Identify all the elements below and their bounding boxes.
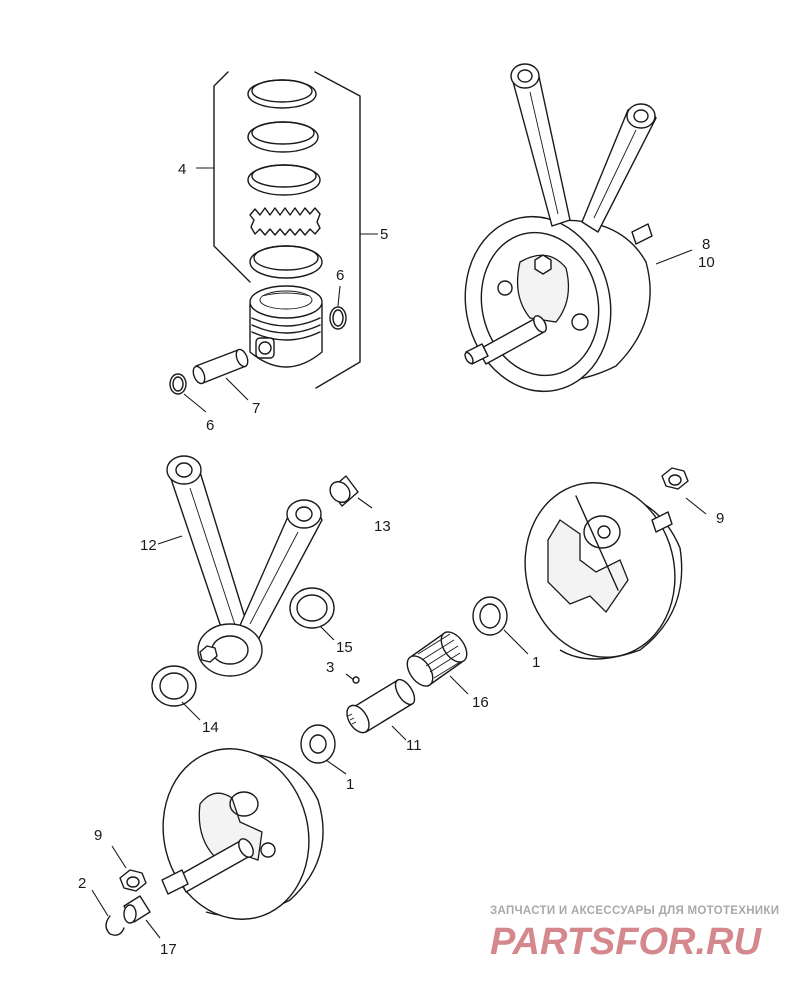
callout-1-right: 1 <box>532 654 540 671</box>
callout-7: 7 <box>252 400 260 417</box>
piston-pin <box>192 348 249 385</box>
left-flywheel <box>161 748 324 920</box>
pin-clip-left <box>169 373 187 395</box>
watermark-logo: PARTSFOR.RU <box>490 921 762 963</box>
retaining-ring-2 <box>105 915 125 936</box>
nut-9-lower <box>119 869 147 892</box>
callout-8: 8 <box>702 236 710 253</box>
callout-9-lower: 9 <box>94 827 102 844</box>
callout-5: 5 <box>380 226 388 243</box>
nut-9-upper <box>661 467 689 490</box>
bearing-race-15 <box>289 587 335 629</box>
pin-clip-right <box>329 306 347 330</box>
callout-9-upper: 9 <box>716 510 724 527</box>
roller-bearing <box>406 631 468 687</box>
piston-ring-set <box>213 71 361 389</box>
callout-10: 10 <box>698 254 715 271</box>
flywheel-assembly <box>464 63 657 393</box>
spacer-17 <box>123 895 151 924</box>
callout-12: 12 <box>140 537 157 554</box>
callout-17: 17 <box>160 941 177 958</box>
piston <box>249 285 323 368</box>
bearing-race-14 <box>151 665 197 707</box>
watermark-tagline: ЗАПЧАСТИ И АКСЕССУАРЫ ДЛЯ МОТОТЕХНИКИ <box>490 905 779 917</box>
callout-6-left: 6 <box>206 417 214 434</box>
bushing <box>329 475 359 507</box>
callout-3: 3 <box>326 659 334 676</box>
callout-2: 2 <box>78 875 86 892</box>
thrust-washer-lower <box>300 724 336 764</box>
callout-11: 11 <box>406 737 422 754</box>
connecting-rods <box>166 455 323 677</box>
thrust-washer-upper <box>472 596 508 636</box>
right-flywheel <box>524 482 683 660</box>
callout-13: 13 <box>374 518 391 535</box>
crank-pin <box>346 678 416 734</box>
callout-1-lower: 1 <box>346 776 354 793</box>
callout-6-right: 6 <box>336 267 344 284</box>
oil-plug <box>352 676 360 684</box>
callout-4: 4 <box>178 161 186 178</box>
callout-16: 16 <box>472 694 489 711</box>
leader-lines <box>91 167 707 939</box>
callout-14: 14 <box>202 719 219 736</box>
callout-15: 15 <box>336 639 353 656</box>
